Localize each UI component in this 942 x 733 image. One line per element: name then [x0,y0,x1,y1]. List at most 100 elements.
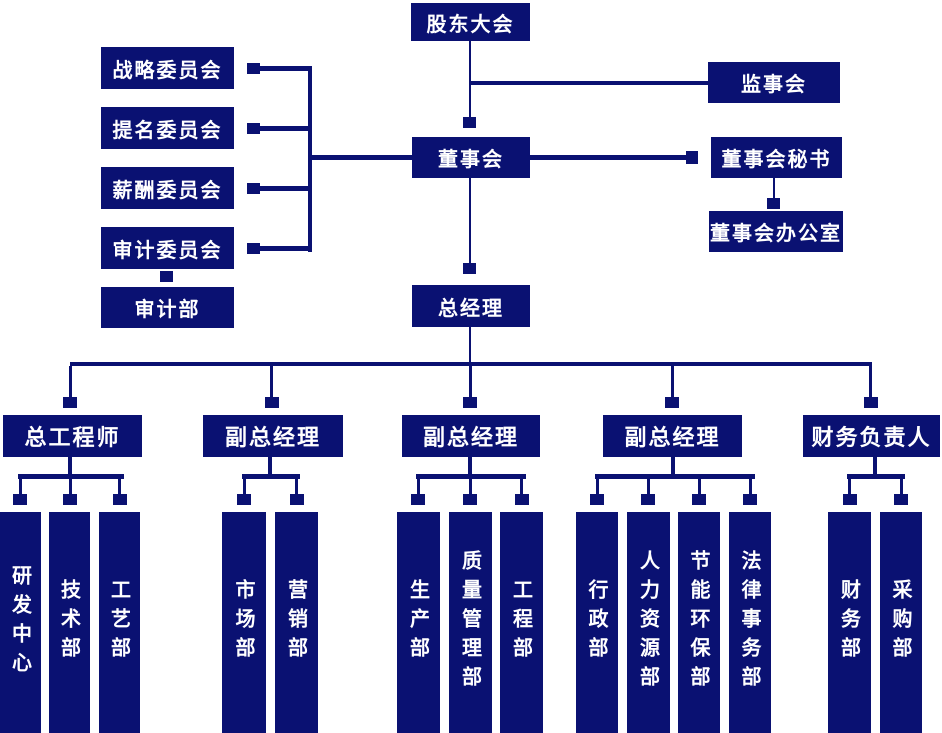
connector-line [847,474,905,479]
node-general-manager: 总经理 [412,285,530,327]
connector-line [243,479,246,494]
connector-anchor [237,494,251,505]
node-procurement-department: 采购部 [880,512,922,733]
connector-anchor [247,123,260,134]
connector-anchor [463,397,477,408]
connector-anchor [665,397,679,408]
connector-anchor [63,397,77,408]
connector-anchor [463,263,476,274]
connector-line [416,474,526,479]
connector-line [242,474,300,479]
node-deputy-general-manager-1: 副总经理 [203,415,343,457]
node-nomination-committee: 提名委员会 [101,107,234,149]
node-label: 董事会办公室 [710,221,842,245]
connector-line [417,479,420,494]
connector-line [295,479,298,494]
node-label: 法律事务部 [738,550,762,695]
node-label: 人力资源部 [636,550,661,695]
connector-line [118,479,121,494]
node-rd-center: 研发中心 [0,512,41,733]
connector-anchor [463,494,477,505]
node-engineering-department: 工程部 [500,512,543,733]
connector-line [312,155,412,160]
connector-anchor [864,397,878,408]
connector-line [848,479,851,494]
node-label: 营销部 [284,579,309,666]
connector-anchor [13,494,27,505]
connector-line [469,327,471,362]
connector-line [19,479,22,494]
connector-line [530,155,686,160]
node-label: 股东大会 [426,11,515,36]
connector-line [260,186,310,191]
connector-anchor [411,494,425,505]
connector-anchor [767,198,780,209]
connector-line [69,479,72,494]
node-quality-management-department: 质量管理部 [449,512,492,733]
connector-anchor [590,494,604,505]
connector-line [69,366,72,397]
connector-anchor [686,151,698,164]
connector-line [647,479,650,494]
node-shareholders-meeting: 股东大会 [411,3,530,41]
connector-line [873,457,877,474]
node-chief-engineer: 总工程师 [3,415,142,457]
connector-anchor [843,494,857,505]
node-label: 总经理 [438,295,504,320]
node-board-office: 董事会办公室 [709,211,843,252]
node-label: 工艺部 [107,579,132,666]
connector-line [268,457,272,474]
node-deputy-general-manager-3: 副总经理 [603,415,742,457]
node-technology-department: 技术部 [49,512,90,733]
node-supervisory-board: 监事会 [708,62,840,103]
connector-anchor [160,271,173,282]
node-production-department: 生产部 [397,512,440,733]
node-label: 财务部 [837,579,862,666]
node-remuneration-committee: 薪酬委员会 [101,167,234,209]
node-strategy-committee: 战略委员会 [101,47,234,89]
node-label: 质量管理部 [458,550,483,695]
node-label: 工程部 [509,579,534,666]
node-label: 提名委员会 [112,117,223,142]
connector-anchor [641,494,655,505]
connector-line [469,41,471,117]
connector-line [260,66,310,71]
connector-anchor [743,494,757,505]
node-label: 副总经理 [422,426,519,451]
connector-line [698,479,701,494]
connector-anchor [463,117,476,128]
node-label: 节能环保部 [687,550,711,695]
node-label: 副总经理 [224,426,321,451]
connector-anchor [247,183,260,194]
node-audit-department: 审计部 [101,287,234,328]
connector-line [70,362,872,366]
node-process-department: 工艺部 [99,512,140,733]
node-label: 审计部 [134,297,201,321]
connector-line [308,66,312,252]
node-label: 采购部 [889,579,913,666]
connector-line [18,474,124,479]
connector-anchor [265,397,279,408]
node-label: 技术部 [57,579,82,666]
node-label: 监事会 [741,72,807,96]
connector-line [749,479,752,494]
connector-line [773,178,775,198]
node-label: 研发中心 [8,564,33,681]
connector-line [900,479,903,494]
connector-line [520,479,523,494]
connector-line [671,457,675,474]
node-audit-committee: 审计委员会 [101,227,234,269]
connector-line [869,366,872,397]
node-finance-department: 财务部 [828,512,871,733]
node-legal-affairs-department: 法律事务部 [729,512,771,733]
connector-line [469,178,471,263]
node-finance-head: 财务负责人 [803,415,940,457]
node-administration-department: 行政部 [576,512,618,733]
connector-line [671,366,674,397]
node-deputy-general-manager-2: 副总经理 [402,415,540,457]
connector-line [260,246,310,251]
node-energy-environment-department: 节能环保部 [678,512,720,733]
node-human-resources-department: 人力资源部 [627,512,670,733]
node-board-secretary: 董事会秘书 [711,137,842,178]
